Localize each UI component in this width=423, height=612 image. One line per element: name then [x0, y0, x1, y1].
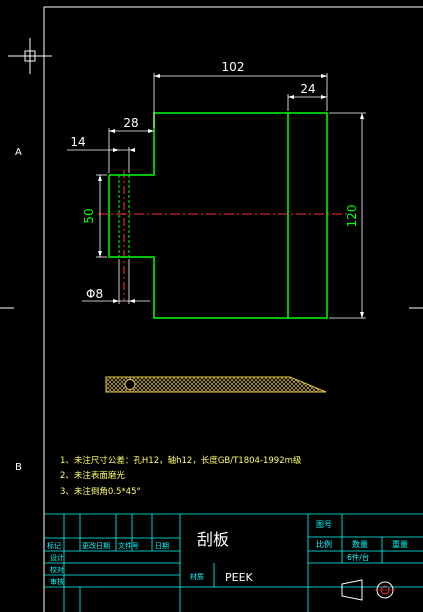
note-1: 1、未注尺寸公差：孔H12，轴h12，长度GB/T1804-1992m级	[60, 455, 302, 466]
dim-neck-height: 50	[82, 208, 96, 223]
dim-overall-height: 120	[345, 205, 359, 228]
crosshair-cursor-icon	[8, 38, 52, 74]
dim-groove-length: 14	[70, 135, 85, 149]
note-2: 2、未注表面磨光	[60, 470, 125, 481]
projection-symbol-icon	[341, 579, 396, 601]
dimension-lines	[67, 73, 366, 319]
dim-head-length: 24	[300, 82, 315, 96]
header-mark: 标记	[47, 541, 61, 550]
quantity-value: 6件/台	[347, 552, 369, 562]
drawing-no-label: 图号	[316, 520, 332, 529]
header-date: 日期	[155, 542, 169, 550]
blade-side-view	[105, 376, 327, 393]
material-value: PEEK	[225, 571, 254, 584]
drawing-frame	[0, 6, 423, 612]
zone-label-b: B	[15, 462, 22, 473]
part-name: 刮板	[197, 530, 229, 549]
row-design: 设计	[50, 553, 64, 562]
row-check: 校对	[50, 565, 64, 574]
zone-label-a: A	[15, 147, 22, 158]
header-change-no: 更改日期	[82, 541, 110, 550]
row-review: 审核	[50, 577, 64, 586]
note-3: 3、未注倒角0.5*45°	[60, 486, 141, 497]
weight-label: 重量	[392, 539, 408, 549]
dim-bore-diameter: Φ8	[86, 287, 103, 301]
dim-total-length: 102	[222, 60, 245, 74]
dim-step-length: 28	[123, 116, 138, 130]
title-block	[44, 513, 423, 612]
header-doc-no: 文件号	[118, 541, 139, 550]
part-outline	[108, 112, 328, 319]
scale-label: 比例	[316, 539, 332, 549]
dimension-arrows	[98, 74, 364, 318]
material-label: 材质	[190, 572, 204, 581]
quantity-label: 数量	[352, 539, 368, 549]
